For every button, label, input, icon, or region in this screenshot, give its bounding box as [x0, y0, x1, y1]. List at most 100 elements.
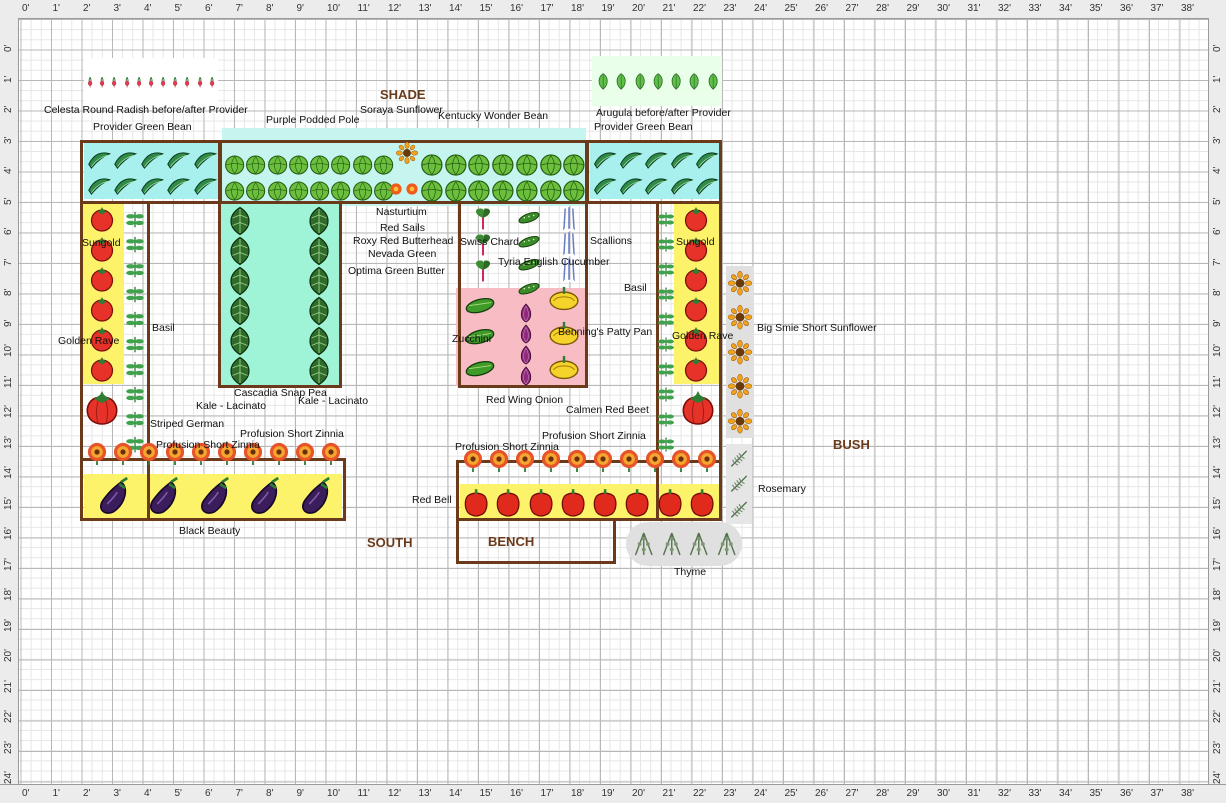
bed-top-right[interactable]: [586, 140, 722, 204]
label-soraya[interactable]: Soraya Sunflower: [360, 104, 443, 116]
purple-pole-row-2[interactable]: [224, 178, 394, 204]
label-zinnia-4[interactable]: Profusion Short Zinnia: [542, 430, 646, 442]
cabbage-icon: [539, 180, 562, 202]
bed-squash[interactable]: [458, 201, 588, 388]
kale-icon: [230, 206, 250, 236]
label-striped[interactable]: Striped German: [150, 418, 225, 430]
kale-row-1[interactable]: [220, 206, 260, 386]
label-zucchini[interactable]: Zucchini: [452, 333, 492, 345]
pepper-row[interactable]: [460, 486, 718, 518]
label-red-bell[interactable]: Red Bell: [412, 494, 452, 506]
label-kale-1[interactable]: Kale - Lacinato: [196, 400, 267, 412]
label-basil-right[interactable]: Basil: [624, 282, 647, 294]
label-swiss-chard[interactable]: Swiss Chard: [460, 236, 519, 248]
basil-icon: [658, 412, 674, 427]
label-calmen[interactable]: Calmen Red Beet: [566, 404, 649, 416]
cabbage-icon: [563, 180, 585, 202]
label-bean-right[interactable]: Provider Green Bean: [594, 121, 693, 133]
label-roxy[interactable]: Roxy Red Butterhead: [353, 235, 454, 247]
bean-row-left-1[interactable]: [86, 146, 218, 172]
scallion-icon: [563, 232, 575, 257]
basil-row-left[interactable]: [124, 206, 146, 456]
bean-icon: [670, 178, 694, 195]
tomato-row-left[interactable]: [80, 204, 124, 384]
label-sungold-left[interactable]: Sungold: [82, 237, 121, 249]
ruler-tick-label: 12': [388, 788, 402, 799]
basil-icon: [658, 337, 674, 352]
ruler-tick-label: 7': [235, 788, 243, 799]
label-purple-pole[interactable]: Purple Podded Pole: [266, 114, 360, 126]
basil-row-right[interactable]: [656, 206, 676, 456]
tomato-big-left[interactable]: [82, 386, 122, 432]
zinnia-icon: [87, 442, 107, 465]
label-nasturtium[interactable]: Nasturtium: [376, 206, 427, 218]
label-cucumber[interactable]: Tyria English Cucumber: [498, 256, 610, 268]
tomato-big-right[interactable]: [678, 386, 718, 432]
label-nevada[interactable]: Nevada Green: [368, 248, 437, 260]
basil-icon: [658, 287, 674, 302]
nasturtium-row[interactable]: [388, 176, 420, 202]
label-zinnia-2[interactable]: Profusion Short Zinnia: [240, 428, 344, 440]
label-thyme[interactable]: Thyme: [674, 566, 707, 578]
rosemary-row[interactable]: [728, 446, 750, 522]
bean-row-right-1[interactable]: [592, 146, 720, 172]
eggplant-row[interactable]: [88, 476, 340, 516]
label-optima[interactable]: Optima Green Butter: [348, 265, 445, 277]
cucumber-row[interactable]: [506, 206, 552, 300]
label-zinnia-1[interactable]: Profusion Short Zinnia: [156, 439, 260, 451]
label-radish[interactable]: Celesta Round Radish before/after Provid…: [44, 104, 248, 116]
label-bean-left[interactable]: Provider Green Bean: [93, 121, 192, 133]
label-red-wing[interactable]: Red Wing Onion: [486, 394, 564, 406]
kentucky-row-1[interactable]: [420, 152, 586, 178]
onion-row[interactable]: [508, 302, 544, 386]
zinnia-icon: [515, 449, 535, 472]
label-cascadia[interactable]: Cascadia Snap Pea: [234, 387, 327, 399]
label-zinnia-3[interactable]: Profusion Short Zinnia: [455, 441, 559, 453]
sunflower-row[interactable]: [728, 266, 752, 438]
bean-row-right-2[interactable]: [592, 172, 720, 198]
bean-row-left-2[interactable]: [86, 172, 218, 198]
thyme-row[interactable]: [630, 524, 740, 564]
radish-row[interactable]: [84, 60, 218, 104]
label-kentucky[interactable]: Kentucky Wonder Bean: [438, 110, 549, 122]
nasturtium-icon: [406, 183, 418, 195]
label-red-sails[interactable]: Red Sails: [380, 222, 425, 234]
label-sungold-right[interactable]: Sungold: [676, 236, 715, 248]
ruler-tick-label: 11': [357, 788, 370, 799]
cabbage-icon: [515, 180, 538, 202]
zucchini-row[interactable]: [456, 290, 504, 384]
label-black-beauty[interactable]: Black Beauty: [179, 525, 241, 537]
label-sunflower-short[interactable]: Big Smie Short Sunflower: [757, 322, 877, 334]
label-benning[interactable]: Benning's Patty Pan: [558, 326, 653, 338]
cabbage-icon: [267, 181, 287, 201]
ruler-tick-label: 37': [1150, 3, 1164, 14]
tomato-icon: [684, 327, 708, 352]
cabbage-icon: [563, 154, 585, 176]
label-kale-2[interactable]: Kale - Lacinato: [298, 395, 369, 407]
kale-icon: [309, 326, 329, 356]
label-golden-rave-left[interactable]: Golden Rave: [58, 335, 120, 347]
pattypan-row[interactable]: [544, 280, 584, 384]
tomato-row-right[interactable]: [674, 204, 718, 384]
purple-pole-row-1[interactable]: [224, 152, 394, 178]
zinnia-row-right[interactable]: [460, 436, 720, 482]
arugula-row[interactable]: [594, 56, 722, 106]
label-rosemary[interactable]: Rosemary: [758, 483, 806, 495]
zinnia-row-left[interactable]: [84, 430, 344, 474]
kale-row-2[interactable]: [298, 206, 340, 386]
label-arugula[interactable]: Arugula before/after Provider: [596, 107, 731, 119]
bed-peas[interactable]: [218, 201, 342, 388]
soraya-sunflower[interactable]: [396, 142, 418, 164]
label-scallions[interactable]: Scallions: [590, 235, 633, 247]
label-basil-left[interactable]: Basil: [152, 322, 175, 334]
basil-icon: [126, 211, 144, 228]
ruler-tick-label: 17': [540, 788, 554, 799]
chard-row[interactable]: [460, 206, 506, 284]
ruler-tick-label: 32': [998, 3, 1012, 14]
label-golden-rave-right[interactable]: Golden Rave: [672, 330, 734, 342]
kentucky-row-2[interactable]: [420, 178, 586, 204]
bench[interactable]: [456, 518, 616, 564]
bed-bottom-left[interactable]: [80, 458, 346, 521]
scallion-row[interactable]: [552, 206, 586, 282]
